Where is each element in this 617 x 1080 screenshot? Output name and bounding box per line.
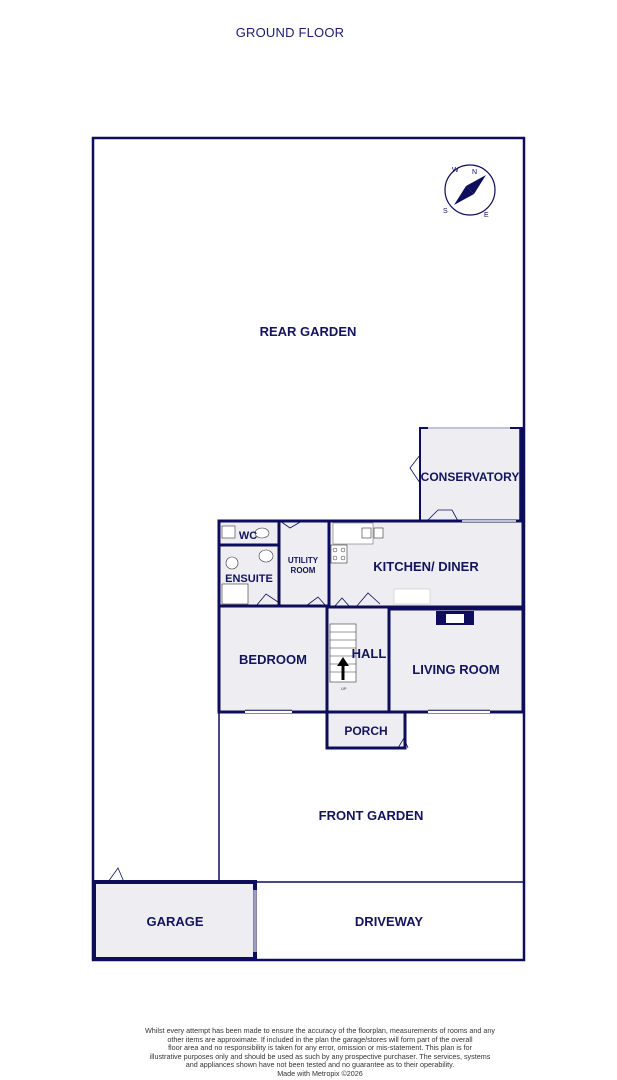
utility-room-label-line2: ROOM <box>291 566 316 575</box>
garage-room <box>92 880 257 961</box>
compass-rose-icon: N S E W <box>443 164 496 219</box>
staircase <box>329 623 357 683</box>
living-room-label: LIVING ROOM <box>412 662 499 677</box>
compass-label-s: S <box>443 208 448 215</box>
shower <box>221 583 249 605</box>
wc-basin <box>221 525 236 539</box>
compass-label-e: E <box>484 212 489 219</box>
disclaimer: Whilst every attempt has been made to en… <box>120 1026 520 1079</box>
disclaimer-line: other items are approximate. If included… <box>167 1034 473 1044</box>
stairs-up-label: UP <box>341 686 347 691</box>
utility-room-label-line1: UTILITY <box>288 556 319 565</box>
sink <box>361 527 372 539</box>
hall-label: HALL <box>352 646 387 661</box>
porch-room <box>325 710 407 750</box>
conservatory-room <box>419 427 524 522</box>
hob <box>330 544 348 564</box>
bedroom-label: BEDROOM <box>239 652 307 667</box>
living-room <box>387 607 525 714</box>
conservatory-label: CONSERVATORY <box>421 470 520 484</box>
ensuite-label: ENSUITE <box>225 573 273 585</box>
disclaimer-line: illustrative purposes only and should be… <box>149 1051 491 1061</box>
bedroom-room <box>217 604 329 714</box>
driveway-label: DRIVEWAY <box>355 914 423 929</box>
utility-room <box>277 519 331 608</box>
disclaimer-credit: Made with Metropix ©2026 <box>277 1068 363 1078</box>
rear-garden-label: REAR GARDEN <box>260 324 357 339</box>
kitchen-diner-label: KITCHEN/ DINER <box>373 559 479 574</box>
garage-label: GARAGE <box>146 914 203 929</box>
disclaimer-line: and appliances shown have not been teste… <box>185 1060 455 1070</box>
front-garden-label: FRONT GARDEN <box>319 808 424 823</box>
wc-label: WC <box>239 530 257 542</box>
disclaimer-line: Whilst every attempt has been made to en… <box>145 1026 495 1035</box>
toilet <box>254 527 270 539</box>
disclaimer-line: floor area and no responsibility is take… <box>168 1043 472 1053</box>
compass-label-w: W <box>452 167 459 174</box>
garage-side-door <box>107 867 125 883</box>
porch-label: PORCH <box>344 724 387 738</box>
floor-title: GROUND FLOOR <box>235 25 345 40</box>
compass-label-n: N <box>472 169 477 176</box>
